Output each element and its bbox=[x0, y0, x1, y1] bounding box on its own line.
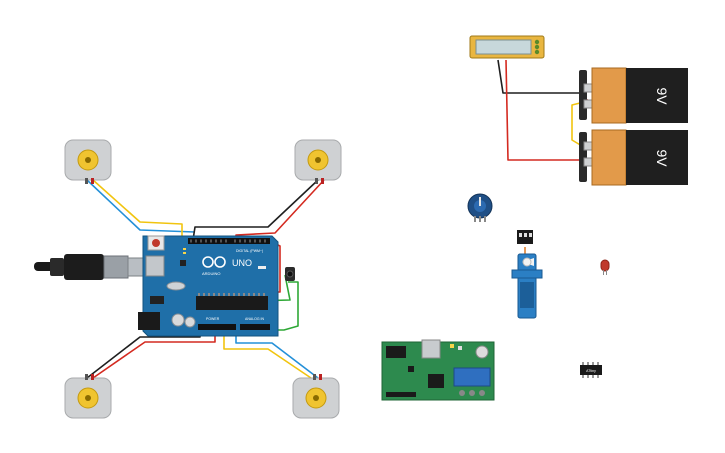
board-name: UNO bbox=[232, 258, 252, 268]
regulator bbox=[150, 296, 164, 304]
wire-red-top-right[interactable] bbox=[235, 179, 325, 240]
potentiometer[interactable] bbox=[467, 193, 493, 222]
micro-servo[interactable] bbox=[511, 230, 543, 319]
capacitor bbox=[171, 313, 185, 327]
arduino-uno[interactable]: DIGITAL (PWM~) UNO ARDUINO POWER ANALOG … bbox=[138, 235, 279, 337]
wire-blue-top-left[interactable] bbox=[86, 179, 196, 233]
dc-motor-bottom-right[interactable] bbox=[292, 374, 340, 419]
wire-yellow-top-left[interactable] bbox=[92, 179, 183, 240]
usb-port bbox=[145, 255, 165, 277]
wire-yellow-bottom-right[interactable] bbox=[223, 332, 312, 379]
lcd-display[interactable] bbox=[469, 35, 545, 59]
attiny-chip[interactable]: ATtiny bbox=[580, 362, 602, 378]
arduino-logo-icon bbox=[202, 256, 226, 268]
battery-9v-top[interactable]: 9V bbox=[579, 67, 688, 124]
atmega-chip bbox=[196, 296, 268, 310]
digital-header-label: DIGITAL (PWM~) bbox=[236, 249, 263, 253]
dc-motor-bottom-left[interactable] bbox=[64, 374, 112, 419]
battery-label-top: 9V bbox=[654, 87, 670, 105]
brand-name: ARDUINO bbox=[202, 271, 220, 276]
wire-yellow-battery-series[interactable] bbox=[571, 102, 583, 147]
wire-blue-bottom-right[interactable] bbox=[235, 332, 319, 379]
wire-black-top-right[interactable] bbox=[192, 179, 319, 241]
ir-sensor[interactable] bbox=[285, 267, 295, 281]
battery-9v-bottom[interactable]: 9V bbox=[579, 129, 688, 186]
red-led[interactable] bbox=[600, 259, 610, 275]
analog-header-label: ANALOG IN bbox=[245, 317, 265, 321]
dc-motor-top-right[interactable] bbox=[294, 139, 342, 184]
small-chip bbox=[180, 260, 186, 266]
motor-driver-board[interactable] bbox=[381, 339, 495, 401]
power-jack bbox=[138, 312, 160, 330]
power-header-label: POWER bbox=[206, 317, 220, 321]
power-header bbox=[198, 324, 236, 330]
capacitor bbox=[184, 316, 196, 328]
dc-motor-top-left[interactable] bbox=[64, 139, 112, 184]
battery-label-bottom: 9V bbox=[654, 149, 670, 167]
analog-header bbox=[240, 324, 270, 330]
wire-black-lcd[interactable] bbox=[497, 59, 586, 97]
attiny-label: ATtiny bbox=[586, 369, 596, 373]
digital-header bbox=[188, 238, 270, 244]
usb-cable[interactable] bbox=[34, 254, 159, 280]
crystal bbox=[166, 281, 186, 291]
